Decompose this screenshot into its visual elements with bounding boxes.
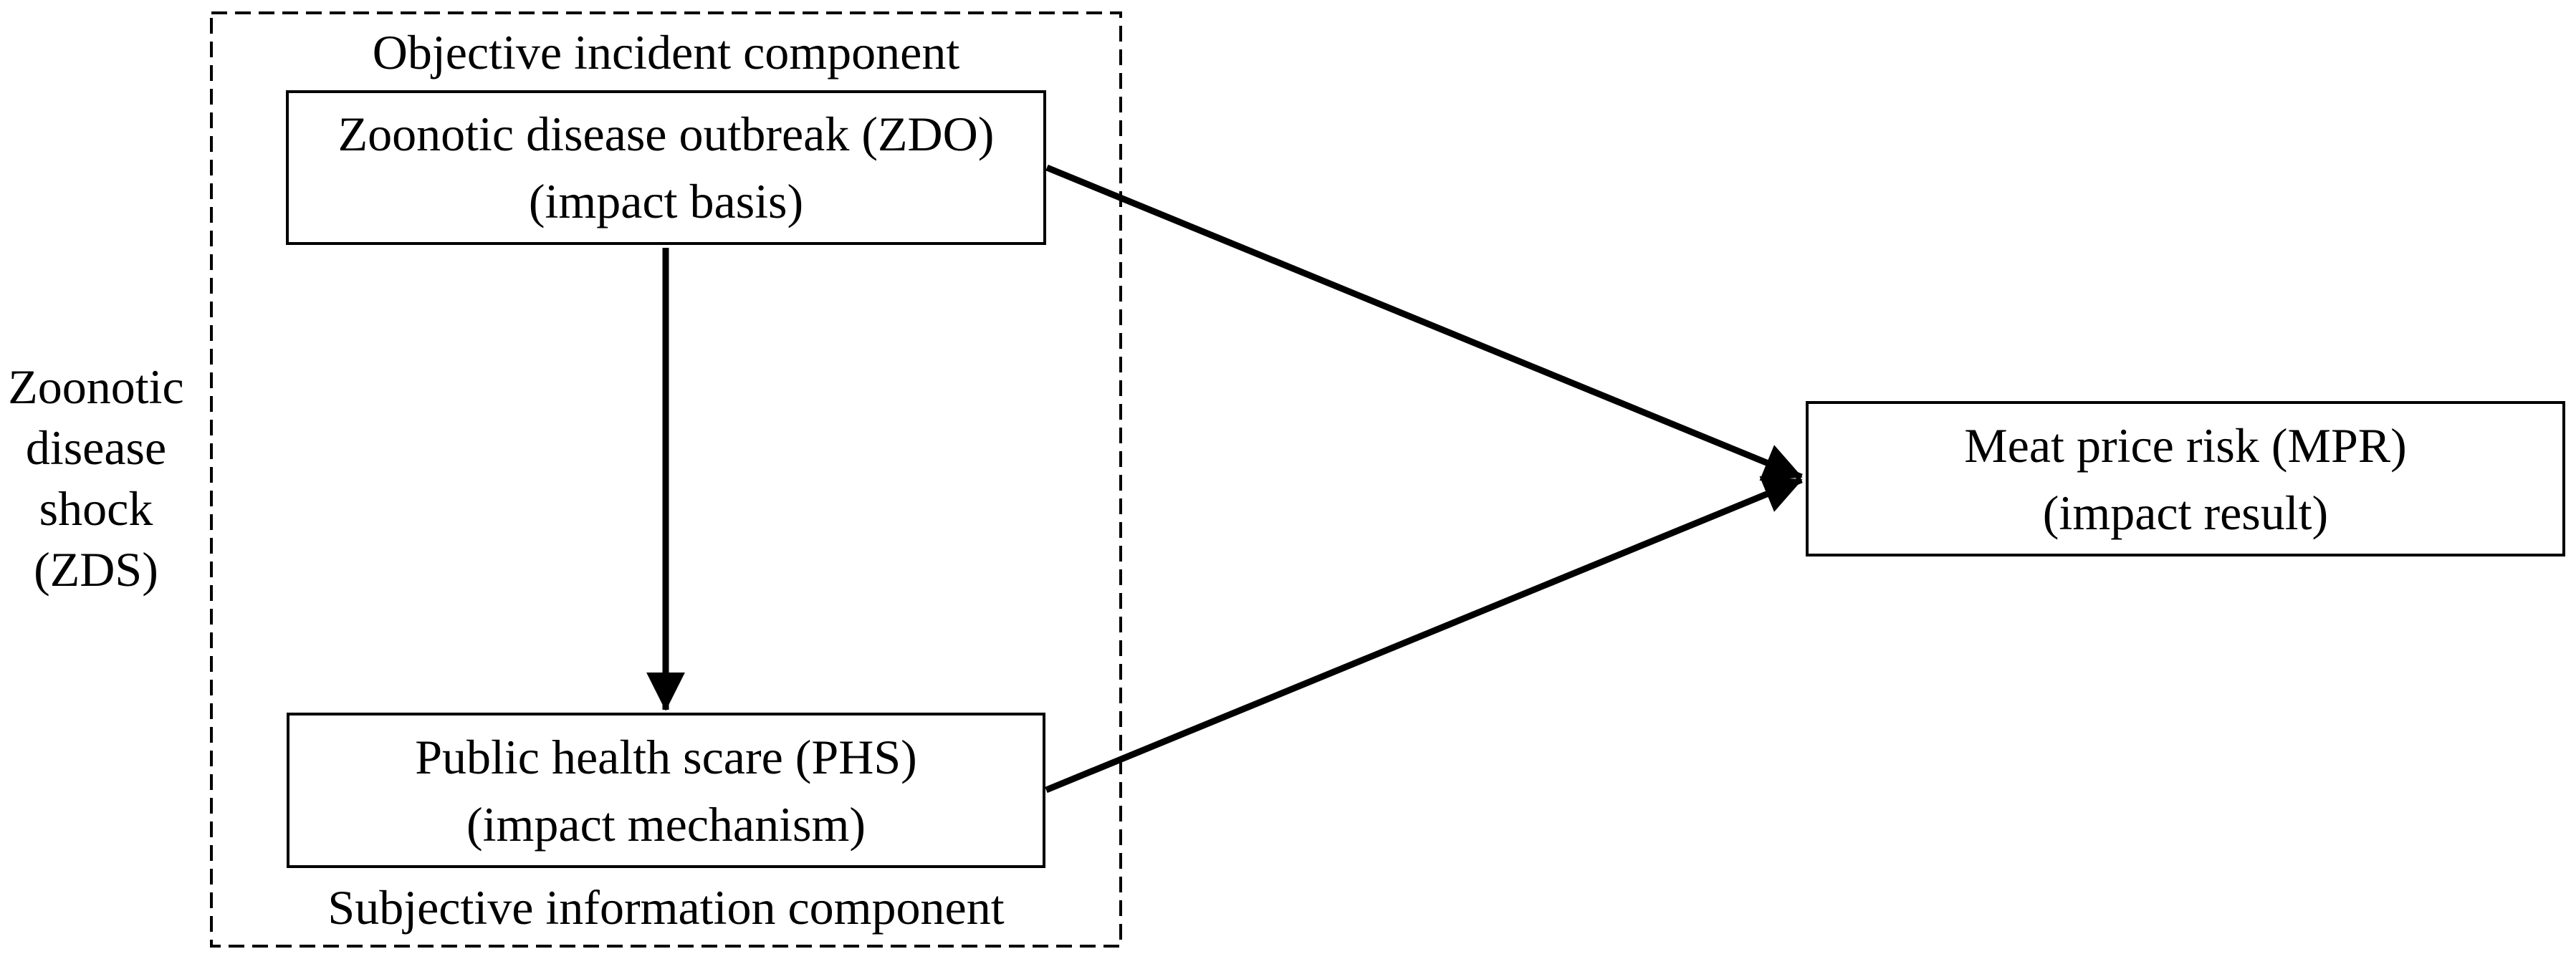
zds-side-label: Zoonotic disease shock (ZDS) (4, 357, 188, 600)
node-phs-subtitle: (impact mechanism) (466, 796, 866, 852)
subjective-component-caption: Subjective information component (327, 880, 1005, 935)
objective-component-caption: Objective incident component (372, 25, 960, 79)
node-zdo-subtitle: (impact basis) (528, 174, 804, 228)
zds-label-line: (ZDS) (34, 542, 158, 597)
dashed-group-border (210, 11, 1122, 948)
node-mpr-title: Meat price risk (MPR) (1964, 418, 2407, 473)
node-mpr: Meat price risk (MPR) (impact result) (1806, 401, 2565, 556)
zds-label-line: Zoonotic (8, 360, 184, 414)
zds-label-line: shock (39, 481, 153, 536)
arrow-zdo-to-mpr (1045, 164, 1803, 481)
node-mpr-subtitle: (impact result) (2042, 485, 2329, 540)
node-zdo-title: Zoonotic disease outbreak (ZDO) (337, 107, 995, 161)
node-zdo: Zoonotic disease outbreak (ZDO) (impact … (286, 90, 1046, 245)
zds-label-line: disease (25, 420, 167, 475)
node-phs: Public health scare (PHS) (impact mechan… (287, 713, 1045, 868)
node-phs-title: Public health scare (PHS) (415, 729, 917, 784)
arrow-phs-to-mpr (1045, 476, 1803, 794)
